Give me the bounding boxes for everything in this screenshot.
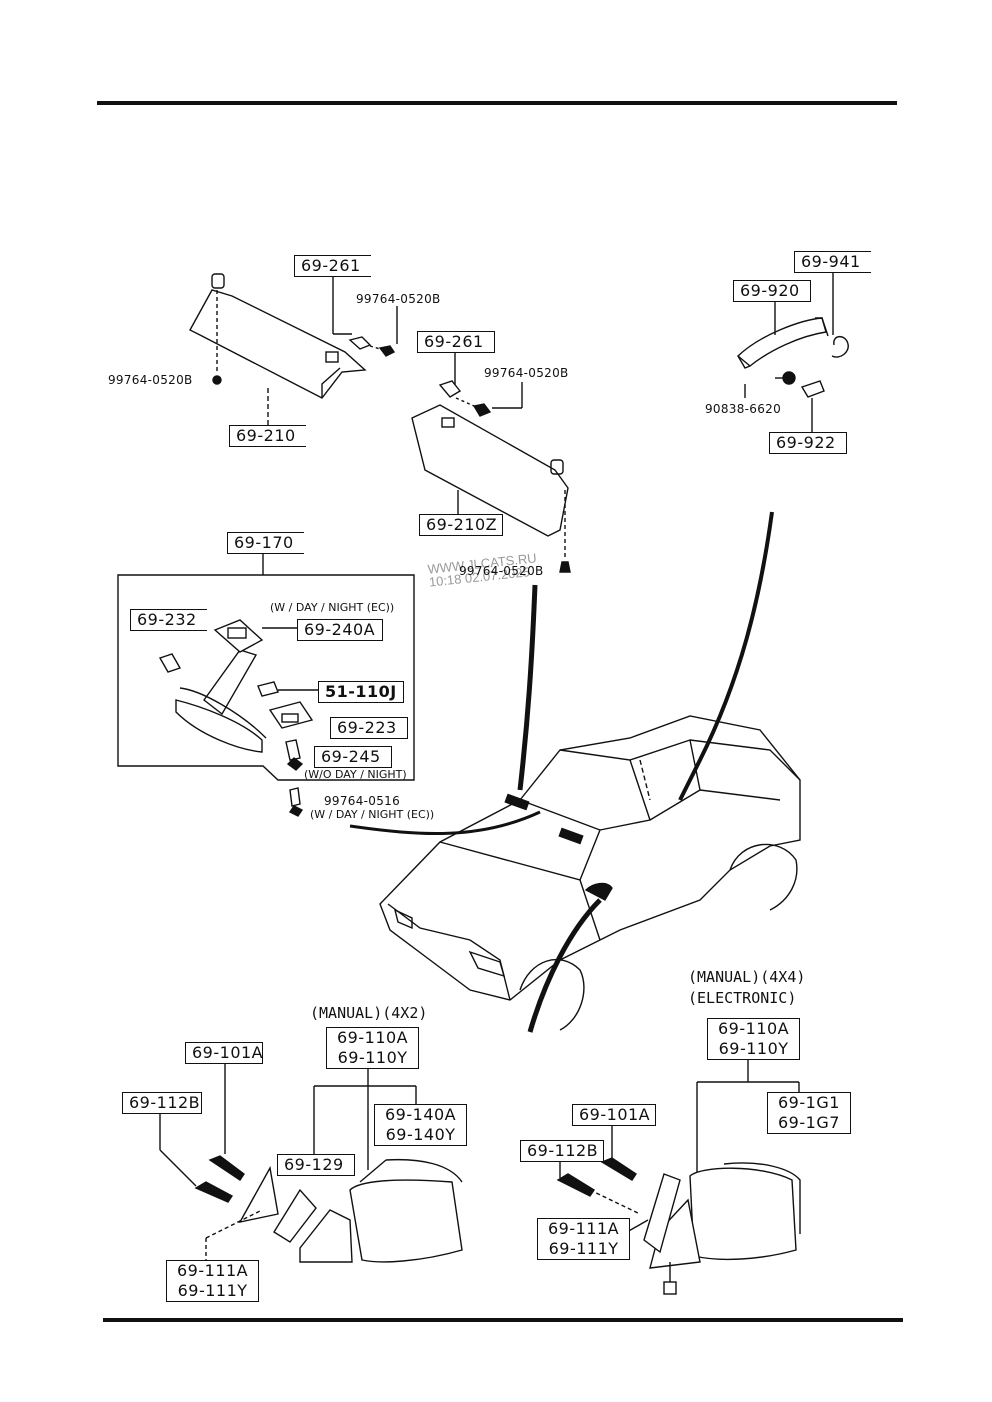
assist-grip-drawing [736,270,849,432]
label-screw-right-bottom: 99764-0520B [459,564,544,578]
label-screw-left-side: 99764-0520B [108,373,193,387]
label-69-170: 69-170 [227,532,304,554]
label-69-101a-4x2: 69-101A [185,1042,263,1064]
label-69-920: 69-920 [733,280,811,302]
label-69-111-4x4: 69-111A 69-111Y [537,1218,631,1260]
label-69-140: 69-140A 69-140Y [374,1104,468,1146]
label-99764-0516: 99764-0516 [324,794,401,808]
label-69-111y-4x4: 69-111Y [548,1239,619,1258]
bottom-rule [103,1318,903,1322]
outer-mirror-4x2-drawing [159,1064,463,1263]
label-69-112b-4x4: 69-112B [520,1140,604,1162]
label-69-941: 69-941 [794,251,871,273]
label-69-240a: 69-240A [297,619,383,641]
label-69-110y-4x2: 69-110Y [337,1048,408,1067]
label-69-110-4x2: 69-110A 69-110Y [326,1027,420,1069]
label-69-223: 69-223 [330,717,408,739]
sun-visor-right-drawing [411,352,571,573]
label-69-111y-4x2: 69-111Y [177,1281,248,1300]
label-69-112b-4x2: 69-112B [122,1092,202,1114]
label-69-110-4x4: 69-110A 69-110Y [707,1018,801,1060]
label-69-1g7: 69-1G7 [778,1113,840,1132]
label-69-111a-4x2: 69-111A [177,1261,249,1280]
label-69-1g1: 69-1G1 [778,1093,840,1112]
top-rule [97,101,897,105]
label-69-261-left: 69-261 [294,255,371,277]
label-69-140y: 69-140Y [385,1125,456,1144]
label-69-129: 69-129 [277,1154,355,1176]
note-without-day-night: (W/O DAY / NIGHT) [304,768,407,781]
label-69-1g: 69-1G1 69-1G7 [767,1092,851,1134]
heading-manual-4x2: (MANUAL)(4X2) [310,1004,428,1022]
label-screw-left-top: 99764-0520B [356,292,441,306]
label-69-210: 69-210 [229,425,306,447]
label-69-111a-4x4: 69-111A [548,1219,620,1238]
label-69-110a-4x4: 69-110A [718,1019,790,1038]
label-69-261-right: 69-261 [417,331,495,353]
label-69-232: 69-232 [130,609,207,631]
note-screw-with-day-night-ec: (W / DAY / NIGHT (EC)) [310,808,435,821]
label-69-110a-4x2: 69-110A [337,1028,409,1047]
label-69-922: 69-922 [769,432,847,454]
label-screw-right-top: 99764-0520B [484,366,569,380]
label-69-210z: 69-210Z [419,514,503,536]
heading-manual-4x4: (MANUAL)(4X4) [688,968,806,986]
heading-electronic: (ELECTRONIC) [688,989,797,1007]
label-69-110y-4x4: 69-110Y [718,1039,789,1058]
label-51-110j: 51-110J [318,681,404,703]
outer-mirror-4x4-drawing [556,1060,801,1295]
note-with-day-night-ec: (W / DAY / NIGHT (EC)) [270,601,395,614]
label-90838-6620: 90838-6620 [705,402,782,416]
inner-mirror-drawing [117,553,415,817]
label-69-101a-4x4: 69-101A [572,1104,656,1126]
sun-visor-left-drawing [189,273,398,428]
pickup-truck-drawing [379,715,801,1031]
label-69-245: 69-245 [314,746,392,768]
label-69-140a: 69-140A [385,1105,457,1124]
label-69-111-4x2: 69-111A 69-111Y [166,1260,260,1302]
